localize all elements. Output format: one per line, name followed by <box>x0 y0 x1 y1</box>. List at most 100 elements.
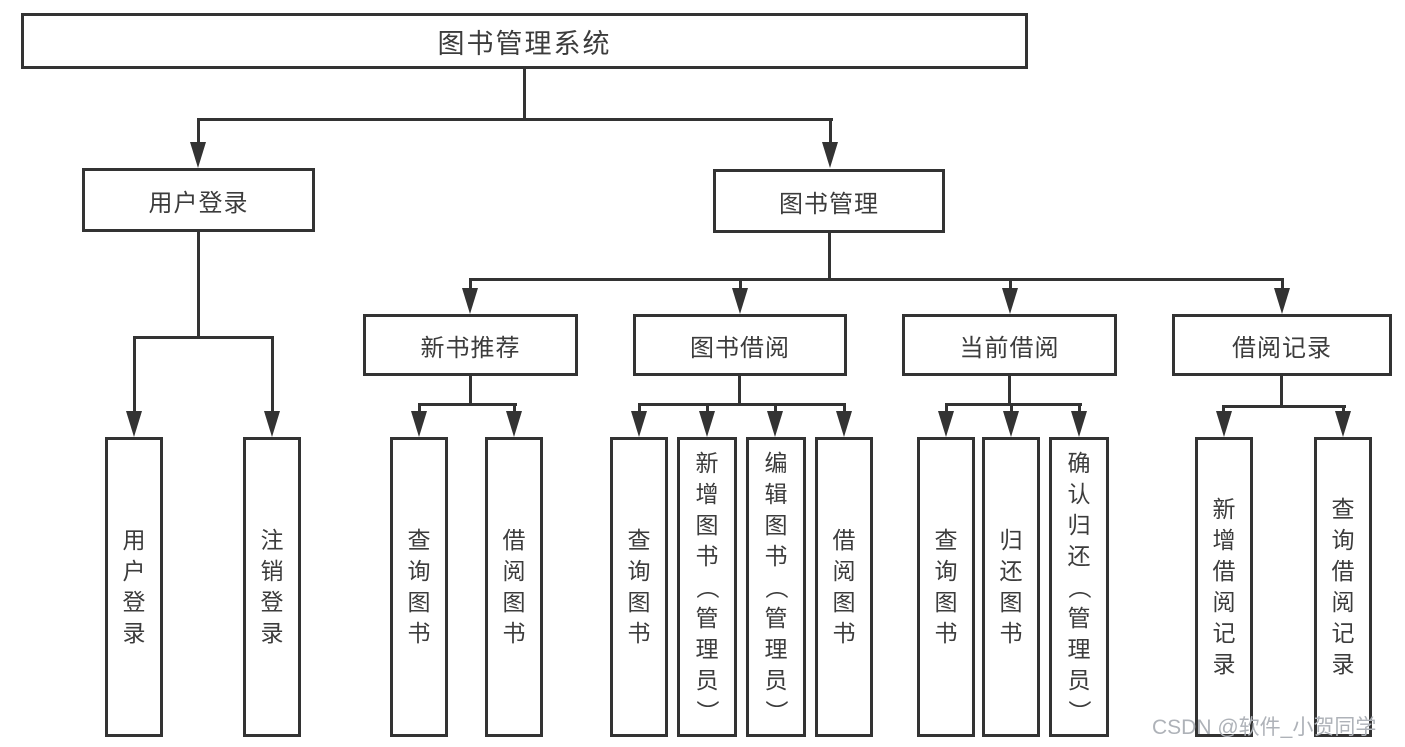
node-user-login: 用户登录 <box>82 168 315 232</box>
vertical-char: 查 <box>407 527 431 553</box>
vertical-char: 录 <box>1331 651 1355 677</box>
connector-line <box>197 121 200 146</box>
connector-line <box>1222 408 1225 413</box>
leaf-borrow-books: 借阅图书 <box>815 437 873 737</box>
arrowhead-icon <box>822 142 838 168</box>
vertical-char: 阅 <box>832 558 856 584</box>
node-current-borrowing: 当前借阅 <box>902 314 1117 376</box>
connector-line <box>418 403 517 406</box>
vertical-char: 登 <box>122 589 146 615</box>
vertical-char: 图 <box>999 589 1023 615</box>
arrowhead-icon <box>699 411 715 437</box>
connector-line <box>706 406 709 413</box>
vertical-char: 还 <box>1067 542 1091 569</box>
vertical-char: 借 <box>1212 558 1236 584</box>
node-book-management: 图书管理 <box>713 169 945 233</box>
vertical-char: 书 <box>832 620 856 646</box>
vertical-char: 录 <box>122 620 146 646</box>
vertical-char: 管 <box>764 604 788 631</box>
connector-line <box>469 281 472 291</box>
vertical-char: 记 <box>1331 620 1355 646</box>
vertical-char: 员 <box>764 666 788 693</box>
vertical-char: 增 <box>695 480 719 507</box>
arrowhead-icon <box>1274 288 1290 314</box>
vertical-char: 询 <box>407 558 431 584</box>
arrowhead-icon <box>1003 411 1019 437</box>
vertical-char: 图 <box>764 511 788 538</box>
vertical-char: 书 <box>407 620 431 646</box>
node-book-borrowing: 图书借阅 <box>633 314 847 376</box>
leaf-add-borrow-record: 新增借阅记录 <box>1195 437 1253 737</box>
leaf-add-books-admin: 新增图书（管理员） <box>677 437 737 737</box>
connector-line <box>133 336 274 339</box>
arrowhead-icon <box>1071 411 1087 437</box>
vertical-char: 书 <box>934 620 958 646</box>
vertical-char: 书 <box>627 620 651 646</box>
arrowhead-icon <box>732 288 748 314</box>
connector-line <box>513 406 516 413</box>
arrowhead-icon <box>506 411 522 437</box>
vertical-char: 户 <box>122 558 146 584</box>
connector-line <box>271 339 274 412</box>
connector-line <box>133 339 136 412</box>
leaf-logout: 注销登录 <box>243 437 301 737</box>
leaf-query-books-recommend: 查询图书 <box>390 437 448 737</box>
connector-line <box>1342 408 1345 413</box>
connector-line <box>197 232 200 336</box>
connector-line <box>1281 281 1284 291</box>
vertical-char: 用 <box>122 527 146 553</box>
arrowhead-icon <box>836 411 852 437</box>
vertical-char: 归 <box>999 527 1023 553</box>
vertical-char: 记 <box>1212 620 1236 646</box>
vertical-char: 询 <box>934 558 958 584</box>
connector-line <box>1008 376 1011 403</box>
arrowhead-icon <box>462 288 478 314</box>
connector-line <box>1222 405 1346 408</box>
vertical-char: 管 <box>1067 604 1091 631</box>
arrowhead-icon <box>126 411 142 437</box>
connector-line <box>523 69 526 120</box>
leaf-confirm-return-admin: 确认归还（管理员） <box>1049 437 1109 737</box>
arrowhead-icon <box>938 411 954 437</box>
leaf-edit-books-admin: 编辑图书（管理员） <box>746 437 806 737</box>
vertical-char: 销 <box>260 558 284 584</box>
vertical-char: 图 <box>407 589 431 615</box>
arrowhead-icon <box>190 142 206 168</box>
node-borrowing-records: 借阅记录 <box>1172 314 1392 376</box>
vertical-char: 查 <box>934 527 958 553</box>
connector-line <box>774 406 777 413</box>
vertical-char: 录 <box>260 620 284 646</box>
vertical-char: 询 <box>1331 527 1355 553</box>
leaf-user-login: 用户登录 <box>105 437 163 737</box>
arrowhead-icon <box>631 411 647 437</box>
leaf-query-borrow-record: 查询借阅记录 <box>1314 437 1372 737</box>
vertical-char: （ <box>1066 575 1093 599</box>
vertical-char: 阅 <box>1212 589 1236 615</box>
vertical-char: 理 <box>1067 635 1091 662</box>
connector-line <box>739 281 742 291</box>
connector-line <box>843 406 846 413</box>
vertical-char: （ <box>694 575 721 599</box>
vertical-char: 理 <box>764 635 788 662</box>
vertical-char: 注 <box>260 527 284 553</box>
connector-line <box>638 403 846 406</box>
connector-line <box>738 376 741 403</box>
connector-line <box>829 121 832 146</box>
connector-line <box>418 406 421 413</box>
vertical-char: ） <box>1066 699 1093 723</box>
vertical-char: 借 <box>1331 558 1355 584</box>
vertical-char: 查 <box>1331 496 1355 522</box>
vertical-char: 员 <box>695 666 719 693</box>
connector-line <box>1078 406 1081 413</box>
leaf-query-books-borrow: 查询图书 <box>610 437 668 737</box>
connector-line <box>469 278 1284 281</box>
arrowhead-icon <box>1216 411 1232 437</box>
arrowhead-icon <box>1002 288 1018 314</box>
vertical-char: 认 <box>1067 480 1091 507</box>
vertical-char: 借 <box>502 527 526 553</box>
node-library-management-system: 图书管理系统 <box>21 13 1028 69</box>
vertical-char: 辑 <box>764 480 788 507</box>
vertical-char: 员 <box>1067 666 1091 693</box>
vertical-char: 录 <box>1212 651 1236 677</box>
vertical-char: 增 <box>1212 527 1236 553</box>
